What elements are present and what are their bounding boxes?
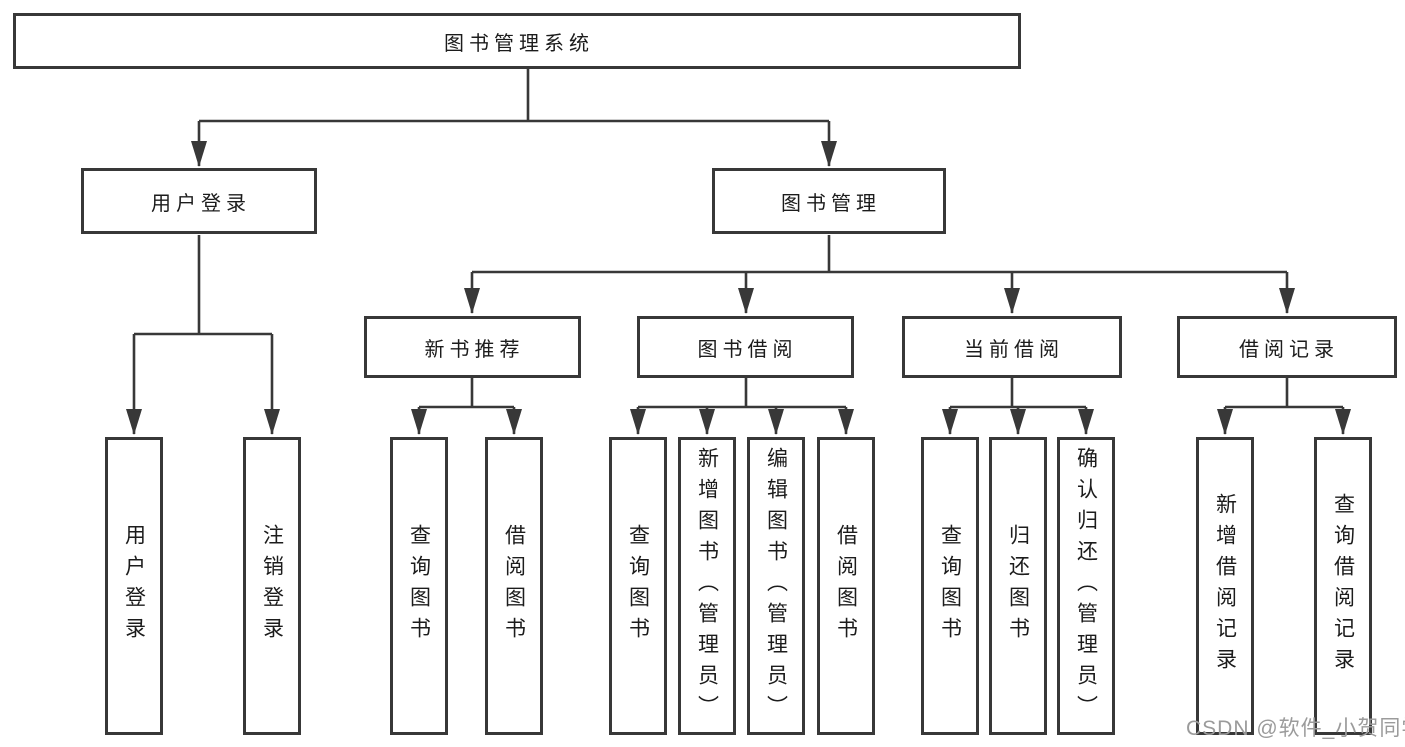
leaf-add-borrow-record-label: 新增借阅记录 [1213,493,1237,679]
node-new-book-rec-label: 新书推荐 [424,338,525,361]
node-current-borrow-label: 当前借阅 [964,338,1064,361]
leaf-query-books-1: 查询图书 [390,437,448,735]
leaf-borrow-books-2-label: 借阅图书 [834,524,858,648]
leaf-confirm-return-label: 确认归还（管理员） [1074,446,1098,726]
leaf-borrow-books-1: 借阅图书 [485,437,543,735]
leaf-logout-label: 注销登录 [260,524,284,648]
leaf-edit-books-label: 编辑图书（管理员） [764,446,788,726]
leaf-add-books: 新增图书（管理员） [678,437,736,735]
leaf-logout: 注销登录 [243,437,301,735]
leaf-query-books-3-label: 查询图书 [938,524,962,648]
leaf-query-borrow-record-label: 查询借阅记录 [1331,493,1355,679]
node-book-mgmt: 图书管理 [712,168,946,234]
leaf-return-books: 归还图书 [989,437,1047,735]
leaf-confirm-return: 确认归还（管理员） [1057,437,1115,735]
leaf-query-borrow-record: 查询借阅记录 [1314,437,1372,735]
node-user-login: 用户登录 [81,168,317,234]
node-root-label: 图书管理系统 [444,32,594,55]
leaf-borrow-books-2: 借阅图书 [817,437,875,735]
node-borrow-records: 借阅记录 [1177,316,1397,378]
leaf-user-login-label: 用户登录 [122,524,146,648]
node-current-borrow: 当前借阅 [902,316,1122,378]
node-book-mgmt-label: 图书管理 [781,192,881,215]
node-borrow-records-label: 借阅记录 [1239,338,1339,361]
node-book-borrow: 图书借阅 [637,316,854,378]
leaf-return-books-label: 归还图书 [1006,524,1030,648]
node-new-book-rec: 新书推荐 [364,316,581,378]
csdn-watermark: CSDN @软件_小贺同学 [1186,717,1405,740]
leaf-query-books-3: 查询图书 [921,437,979,735]
node-user-login-label: 用户登录 [151,192,251,215]
leaf-borrow-books-1-label: 借阅图书 [502,524,526,648]
leaf-user-login: 用户登录 [105,437,163,735]
leaf-edit-books: 编辑图书（管理员） [747,437,805,735]
leaf-query-books-2-label: 查询图书 [626,524,650,648]
leaf-add-books-label: 新增图书（管理员） [695,446,719,726]
node-book-borrow-label: 图书借阅 [697,338,798,361]
connector-elbows [134,69,1343,409]
leaf-add-borrow-record: 新增借阅记录 [1196,437,1254,735]
node-root: 图书管理系统 [13,13,1021,69]
leaf-query-books-1-label: 查询图书 [407,524,431,648]
leaf-query-books-2: 查询图书 [609,437,667,735]
